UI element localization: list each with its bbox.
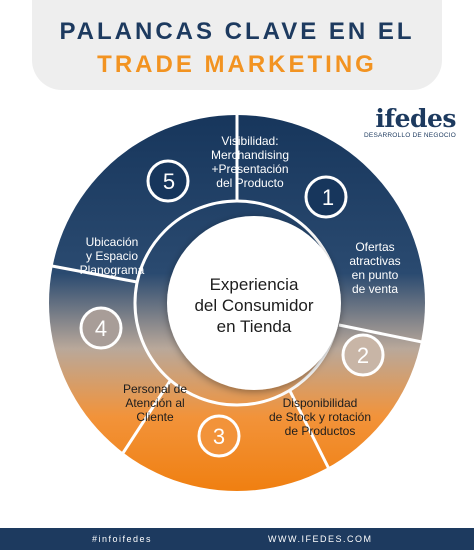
segment-number-3: 3: [213, 424, 225, 449]
segment-dividers: [51, 115, 423, 472]
center-label: Experiencia del Consumidor en Tienda: [194, 275, 314, 336]
brand-name: ifedes: [375, 104, 456, 133]
segment-label-2: Ofertas atractivas en punto de venta: [349, 240, 401, 296]
segment-number-5: 5: [163, 169, 175, 194]
knob-5: [146, 159, 190, 203]
divider-left: [51, 264, 138, 284]
knob-2: [341, 333, 385, 377]
title-line-2: TRADE MARKETING: [97, 51, 377, 78]
segment-label-4: Personal de Atención al Cliente: [122, 382, 188, 424]
footer-hashtag: #infoifedes: [92, 534, 153, 544]
knob-4: [79, 306, 123, 350]
knob-3: [197, 414, 241, 458]
knob-1: [304, 175, 348, 219]
segment-number-1: 1: [322, 185, 334, 210]
title-line-1: PALANCAS CLAVE EN EL: [59, 18, 415, 45]
brand-logo: ifedes DESARROLLO DE NEGOCIO: [364, 104, 456, 140]
divider-right: [338, 323, 423, 344]
segment-number-2: 2: [357, 343, 369, 368]
segment-label-1: Visibilidad: Merchandising +Presentación…: [210, 134, 290, 190]
divider-bottom-right: [288, 390, 332, 472]
header-band: [32, 0, 442, 90]
divider-bottom-left: [121, 380, 172, 454]
brand-tagline: DESARROLLO DE NEGOCIO: [364, 132, 456, 139]
segment-label-5: Ubicación y Espacio Planograma: [79, 235, 145, 277]
center-circle: [167, 216, 341, 390]
footer-website-link[interactable]: WWW.IFEDES.COM: [268, 534, 373, 544]
segment-label-3: Disponibilidad de Stock y rotación de Pr…: [268, 396, 372, 438]
footer-bar: #infoifedes WWW.IFEDES.COM: [0, 528, 474, 550]
segment-number-4: 4: [95, 316, 107, 341]
